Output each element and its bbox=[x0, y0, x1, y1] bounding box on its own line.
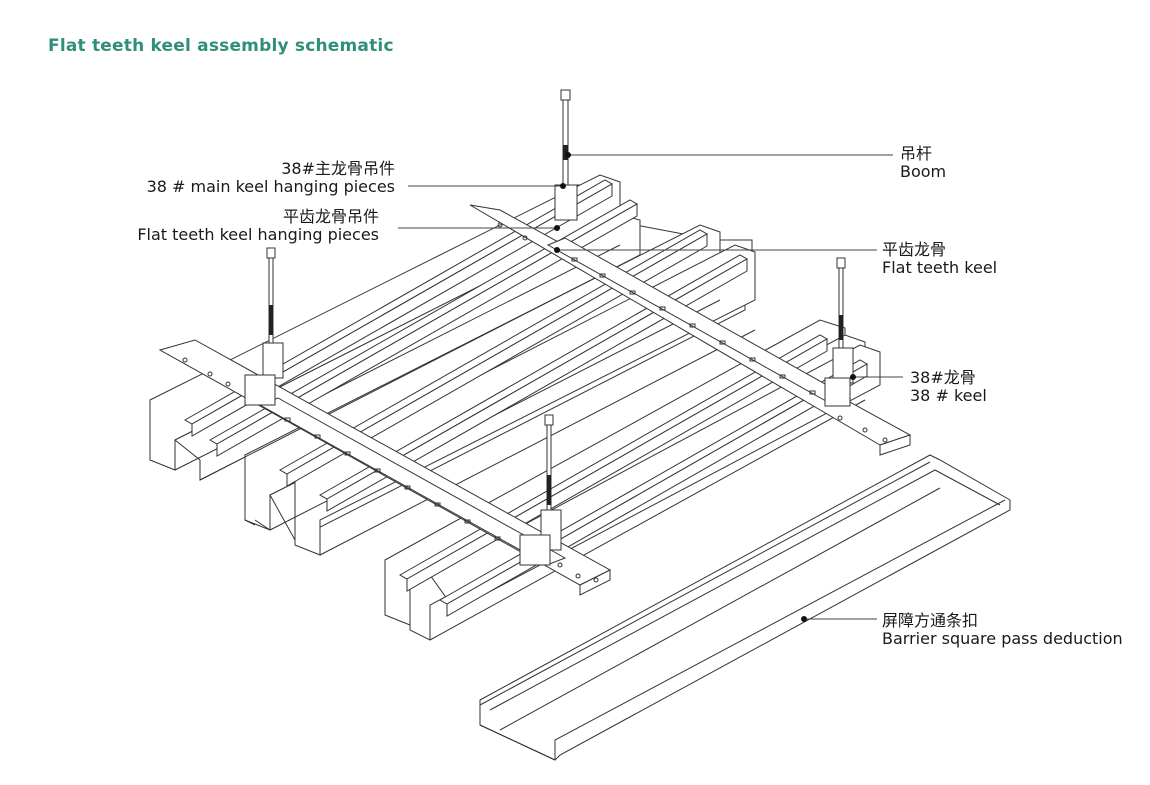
flat-teeth-cross-keels bbox=[258, 237, 852, 566]
label-flat-teeth-hanging-pieces: 平齿龙骨吊件 Flat teeth keel hanging pieces bbox=[137, 207, 379, 244]
label-main-keel-hanging-pieces: 38#主龙骨吊件 38 # main keel hanging pieces bbox=[146, 159, 395, 196]
label-barrier-square-pass-deduction: 屏障方通条扣 Barrier square pass deduction bbox=[882, 611, 1123, 648]
page-title: Flat teeth keel assembly schematic bbox=[48, 36, 394, 56]
label-flat-teeth-keel: 平齿龙骨 Flat teeth keel bbox=[882, 240, 998, 277]
barrier-square-channel bbox=[479, 454, 1011, 761]
flat-teeth-keels bbox=[183, 179, 869, 617]
leader-lines bbox=[398, 152, 903, 622]
label-boom: 吊杆 Boom bbox=[900, 144, 947, 181]
label-38-keel: 38#龙骨 38 # keel bbox=[910, 368, 987, 405]
